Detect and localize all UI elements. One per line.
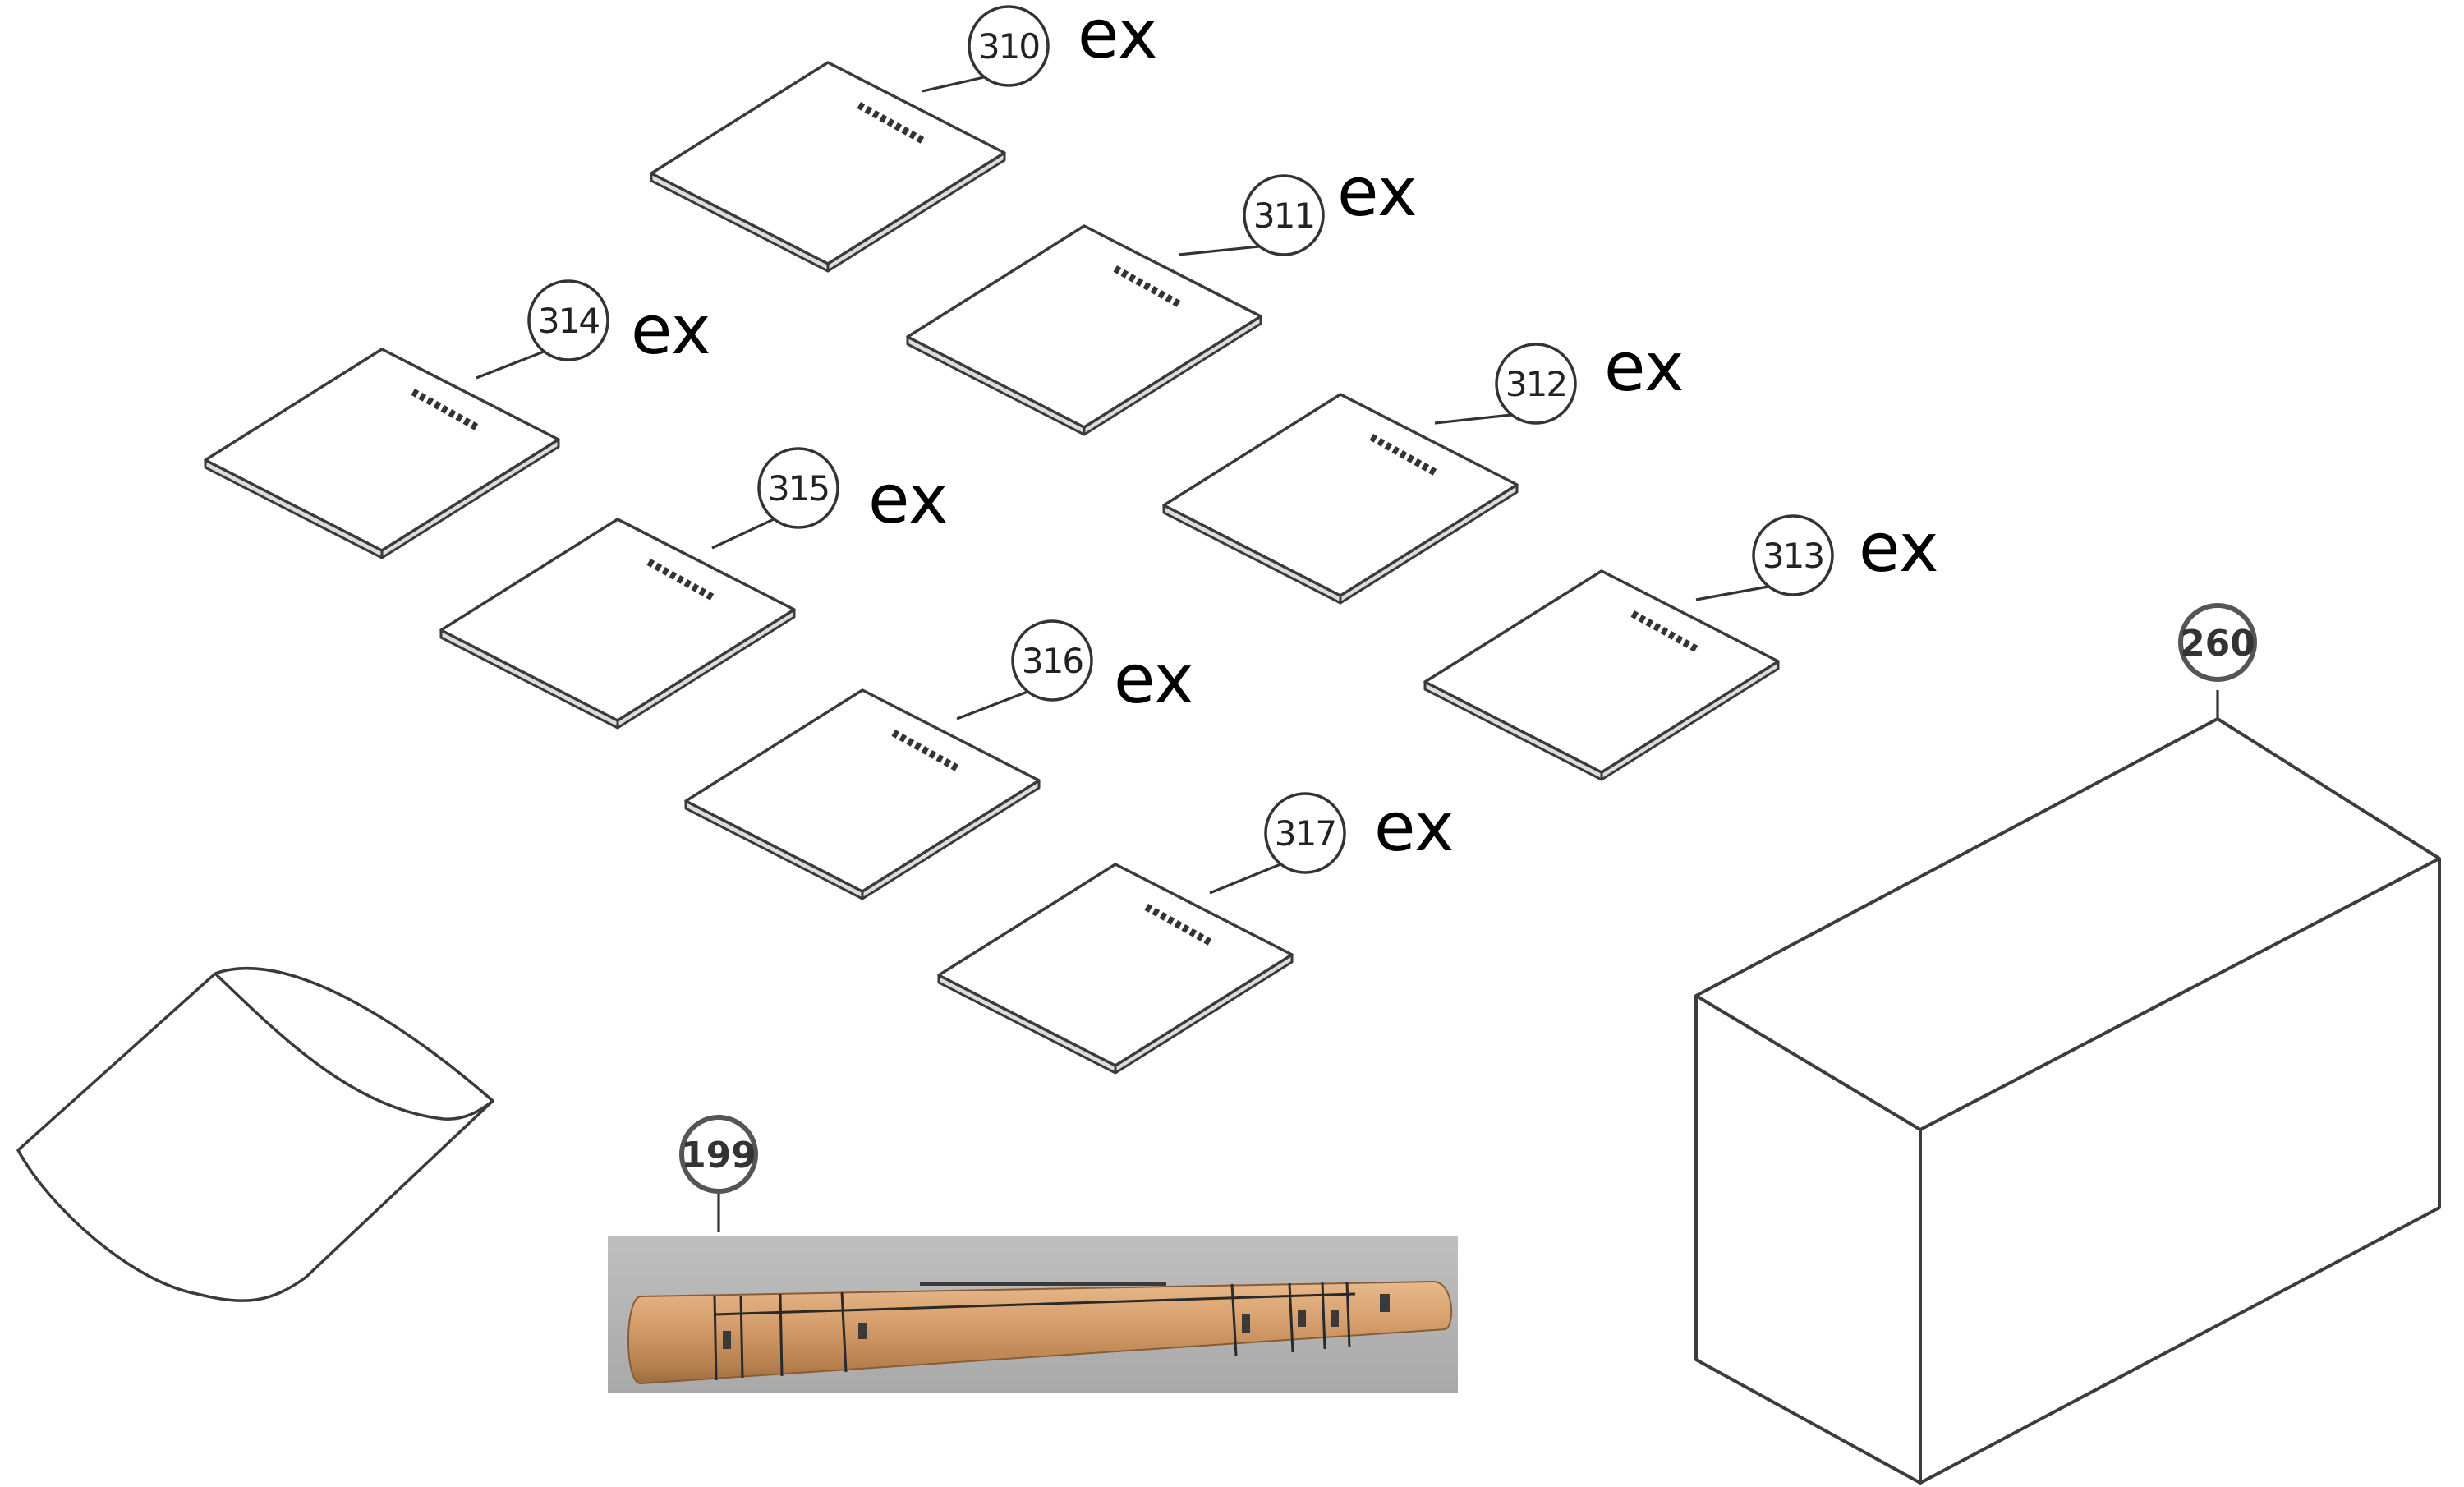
- manual-316: 316 ex: [684, 619, 1194, 900]
- callout-suffix: ex: [1859, 509, 1939, 587]
- callout-suffix: ex: [1374, 789, 1455, 867]
- manual-cover-mark: [857, 101, 925, 144]
- callout-number-199: 199: [681, 1135, 756, 1176]
- callout-circle: [1752, 514, 1834, 596]
- manual-313: 313 ex: [1423, 509, 1939, 781]
- manual-cover-mark: [646, 559, 715, 601]
- callout-suffix: ex: [1078, 0, 1158, 74]
- callout-number-311: 311: [1253, 196, 1314, 236]
- manual-315: 315 ex: [439, 447, 949, 730]
- callout-number-316: 316: [1022, 641, 1083, 681]
- callout-number-312: 312: [1506, 364, 1566, 404]
- manual-cover-mark: [1630, 610, 1699, 652]
- manual-314: 314 ex: [204, 279, 711, 559]
- callout-suffix: ex: [1337, 154, 1418, 232]
- callout-number-310: 310: [978, 26, 1039, 67]
- manual-cover-mark: [1369, 434, 1437, 476]
- manual-310: 310 ex: [650, 0, 1158, 273]
- callout-number-260: 260: [2180, 623, 2255, 665]
- manual-317: 317 ex: [937, 789, 1455, 1075]
- manual-cover-mark: [411, 389, 479, 430]
- manual-311: 311 ex: [906, 154, 1418, 436]
- callout-suffix: ex: [1114, 641, 1194, 719]
- callout-suffix: ex: [1604, 329, 1685, 407]
- shipping-tube: 199: [608, 1115, 1458, 1393]
- callout-circle: [968, 5, 1050, 87]
- manual-cover-mark: [1144, 903, 1212, 946]
- callout-circle: [757, 447, 839, 529]
- callout-circle: [679, 1115, 758, 1194]
- callout-circle: [2178, 603, 2257, 682]
- callout-suffix: ex: [868, 461, 949, 539]
- callout-circle: [1264, 792, 1346, 874]
- outer-carton: 260: [1694, 603, 2441, 1485]
- callout-number-313: 313: [1763, 536, 1823, 576]
- callout-suffix: ex: [631, 292, 711, 370]
- folded-sheet: [16, 967, 494, 1302]
- callout-number-315: 315: [768, 468, 829, 509]
- manual-cover-mark: [1113, 265, 1181, 307]
- manual-cover-mark: [891, 730, 959, 771]
- callout-number-317: 317: [1275, 813, 1335, 854]
- manual-group: 310 ex 311 ex 312 ex 313 ex 314 ex 315 ex 316 ex 317 ex: [204, 0, 1939, 1075]
- callout-circle: [1011, 619, 1093, 702]
- callout-circle: [1495, 343, 1577, 425]
- callout-number-314: 314: [538, 301, 599, 341]
- callout-circle: [1243, 174, 1325, 256]
- manual-312: 312 ex: [1162, 329, 1685, 605]
- callout-circle: [527, 279, 609, 361]
